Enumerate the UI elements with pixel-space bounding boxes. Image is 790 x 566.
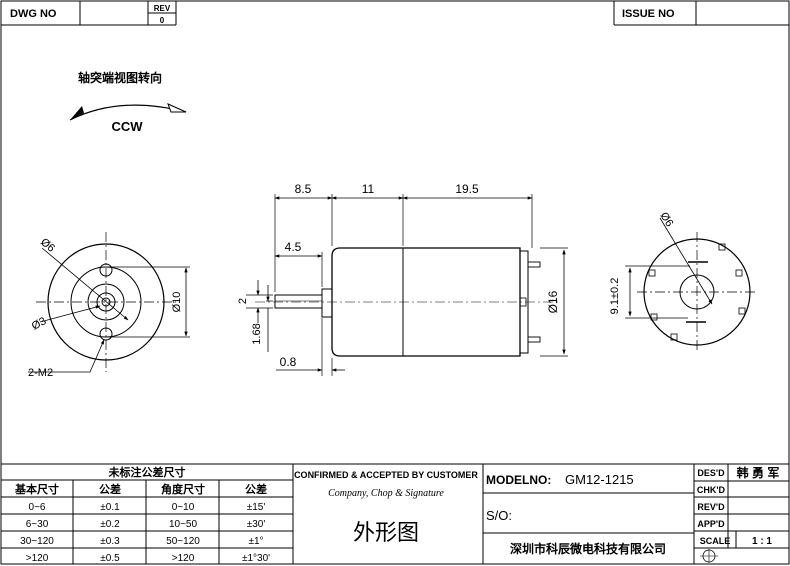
tolerance-cell: ±0.1 — [100, 502, 120, 513]
tolerance-cell: >120 — [172, 553, 195, 564]
dim-11: 11 — [362, 182, 375, 196]
tolerance-row: 0~6 ±0.1 0~10 ±15' — [29, 502, 266, 513]
rotation-direction: CCW — [111, 119, 143, 134]
tolerance-header-cell: 基本尺寸 — [14, 482, 59, 496]
left-dia-6-label: Ø6 — [38, 236, 57, 255]
tolerance-header-cell: 公差 — [245, 482, 267, 496]
confirm-line: CONFIRMED & ACCEPTED BY CUSTOMER — [294, 470, 478, 480]
tolerance-title: 未标注公差尺寸 — [108, 465, 186, 479]
tolerance-cell: 0~6 — [29, 502, 46, 513]
tolerance-cell: 10~50 — [169, 519, 198, 530]
rev-label: REV — [154, 4, 171, 13]
dim-1-68: 1.68 — [251, 323, 263, 344]
rev-value: 0 — [160, 16, 165, 25]
reviewed-label: REV'D — [697, 502, 725, 512]
dim-0-8: 0.8 — [280, 355, 297, 369]
model-label: MODELNO: — [486, 473, 551, 487]
tolerance-cell: ±0.3 — [100, 536, 120, 547]
model-value: GM12-1215 — [565, 472, 634, 487]
tolerance-cell: ±30' — [247, 519, 266, 530]
tolerance-cell: ±1° — [248, 536, 263, 547]
left-dia-3-label: Ø3 — [30, 315, 49, 332]
tolerance-row: 6~30 ±0.2 10~50 ±30' — [26, 519, 266, 530]
title-block — [1, 463, 789, 564]
confirm-signature-line: Company, Chop & Signature — [328, 488, 444, 499]
tolerance-cell: 6~30 — [26, 519, 49, 530]
tolerance-cell: ±0.2 — [100, 519, 120, 530]
so-label: S/O: — [486, 508, 512, 523]
rotation-arrow-left — [70, 106, 84, 120]
tolerance-header-row: 基本尺寸 公差 角度尺寸 公差 — [14, 482, 267, 496]
dim-8-5: 8.5 — [295, 182, 312, 196]
left-end-view — [28, 232, 190, 373]
scale-label: SCALE — [700, 536, 731, 546]
rotation-caption: 轴突端视图转向 — [78, 70, 162, 85]
tolerance-header-cell: 角度尺寸 — [161, 482, 205, 496]
tolerance-cell: ±1°30' — [242, 553, 270, 564]
dwg-no-label: DWG NO — [10, 8, 57, 20]
designer-name: 韩 勇 军 — [737, 465, 780, 480]
scale-value: 1 : 1 — [752, 536, 772, 547]
right-dia-6-label: Ø6 — [657, 210, 675, 229]
rotation-arrow-right — [167, 103, 187, 113]
tolerance-header-cell: 公差 — [99, 482, 121, 496]
left-screw-label: 2-M2 — [28, 367, 53, 379]
tolerance-cell: 0~10 — [172, 502, 195, 513]
rotation-arc — [69, 104, 187, 121]
dim-2: 2 — [237, 298, 249, 304]
dim-dia-16: Ø16 — [546, 290, 560, 313]
designed-label: DES'D — [697, 468, 725, 478]
dim-4-5: 4.5 — [285, 240, 302, 254]
issue-no-label: ISSUE NO — [622, 8, 675, 20]
right-height-label: 9.1±0.2 — [609, 278, 621, 315]
company-name: 深圳市科辰微电科技有限公司 — [510, 541, 666, 556]
tolerance-cell: ±0.5 — [100, 553, 120, 564]
right-end-view — [625, 217, 757, 352]
tolerance-row: >120 ±0.5 >120 ±1°30' — [26, 553, 270, 564]
tolerance-cell: 50~120 — [166, 536, 200, 547]
tolerance-cell: ±15' — [247, 502, 266, 513]
dim-19-5: 19.5 — [455, 182, 479, 196]
tolerance-cell: 30~120 — [20, 536, 54, 547]
approved-label: APP'D — [697, 519, 725, 529]
drawing-title: 外形图 — [353, 520, 419, 545]
checked-label: CHK'D — [697, 485, 726, 495]
left-dia-10-label: Ø10 — [171, 292, 183, 313]
side-view — [246, 194, 568, 376]
tolerance-cell: >120 — [26, 553, 49, 564]
tolerance-row: 30~120 ±0.3 50~120 ±1° — [20, 536, 263, 547]
